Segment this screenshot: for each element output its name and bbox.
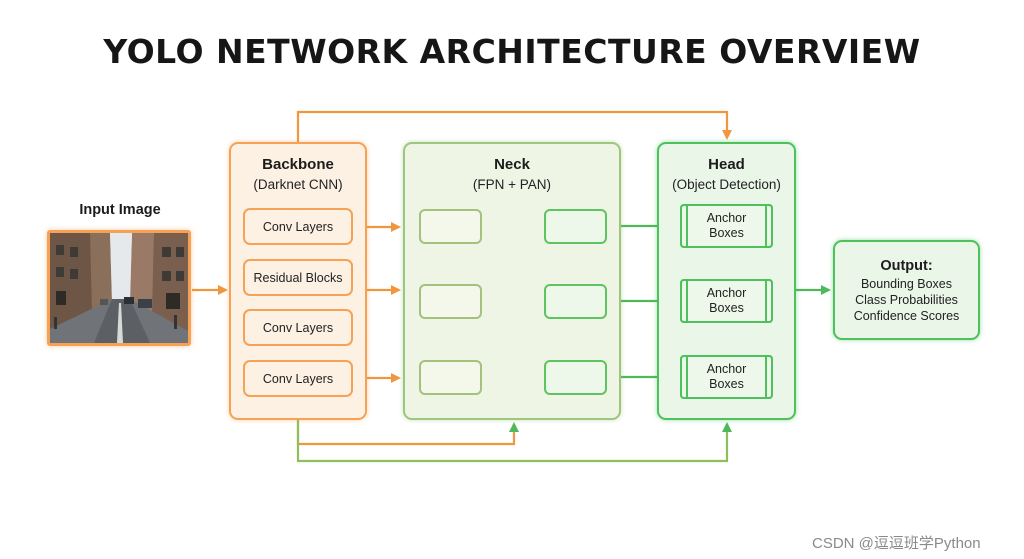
- output-class-probabilities: Class Probabilities: [855, 293, 958, 307]
- arrow-skip-bottom-neck: [296, 420, 519, 446]
- head-subtitle: (Object Detection): [672, 177, 781, 192]
- neck-node-left-3: [419, 360, 482, 395]
- diagram-title: YOLO NETWORK ARCHITECTURE OVERVIEW: [103, 32, 921, 71]
- neck-subtitle: (FPN + PAN): [472, 177, 552, 192]
- backbone-layer-conv-3: Conv Layers: [243, 360, 353, 397]
- neck-node-left-2: [419, 284, 482, 319]
- neck-node-right-2: [544, 284, 607, 319]
- output-title: Output:: [880, 258, 933, 274]
- neck-node-right-1: [544, 209, 607, 244]
- neck-node-left-1: [419, 209, 482, 244]
- output-confidence-scores: Confidence Scores: [853, 309, 960, 323]
- watermark: CSDN @逗逗班学Python: [812, 535, 981, 552]
- backbone-layer-residual: Residual Blocks: [243, 259, 353, 296]
- backbone-layer-conv-1: Conv Layers: [243, 208, 353, 245]
- neck-node-right-3: [544, 360, 607, 395]
- anchor-boxes-2-label: Anchor Boxes: [706, 286, 747, 315]
- backbone-subtitle: (Darknet CNN): [253, 177, 343, 192]
- arrow-skip-top: [296, 110, 732, 142]
- anchor-boxes-1: Anchor Boxes: [680, 204, 773, 248]
- street-photo-illustration: [50, 233, 188, 343]
- arrow-skip-bottom-head: [296, 420, 732, 463]
- output-panel: [833, 240, 980, 340]
- neck-title: Neck: [494, 156, 530, 173]
- anchor-boxes-3-label: Anchor Boxes: [706, 362, 747, 391]
- anchor-boxes-3: Anchor Boxes: [680, 355, 773, 399]
- anchor-boxes-1-label: Anchor Boxes: [706, 211, 747, 240]
- anchor-boxes-2: Anchor Boxes: [680, 279, 773, 323]
- input-image-label: Input Image: [79, 202, 161, 218]
- head-title: Head: [708, 156, 745, 173]
- output-bounding-boxes: Bounding Boxes: [860, 277, 953, 291]
- backbone-title: Backbone: [262, 156, 334, 173]
- input-image: [47, 230, 191, 346]
- backbone-layer-conv-2: Conv Layers: [243, 309, 353, 346]
